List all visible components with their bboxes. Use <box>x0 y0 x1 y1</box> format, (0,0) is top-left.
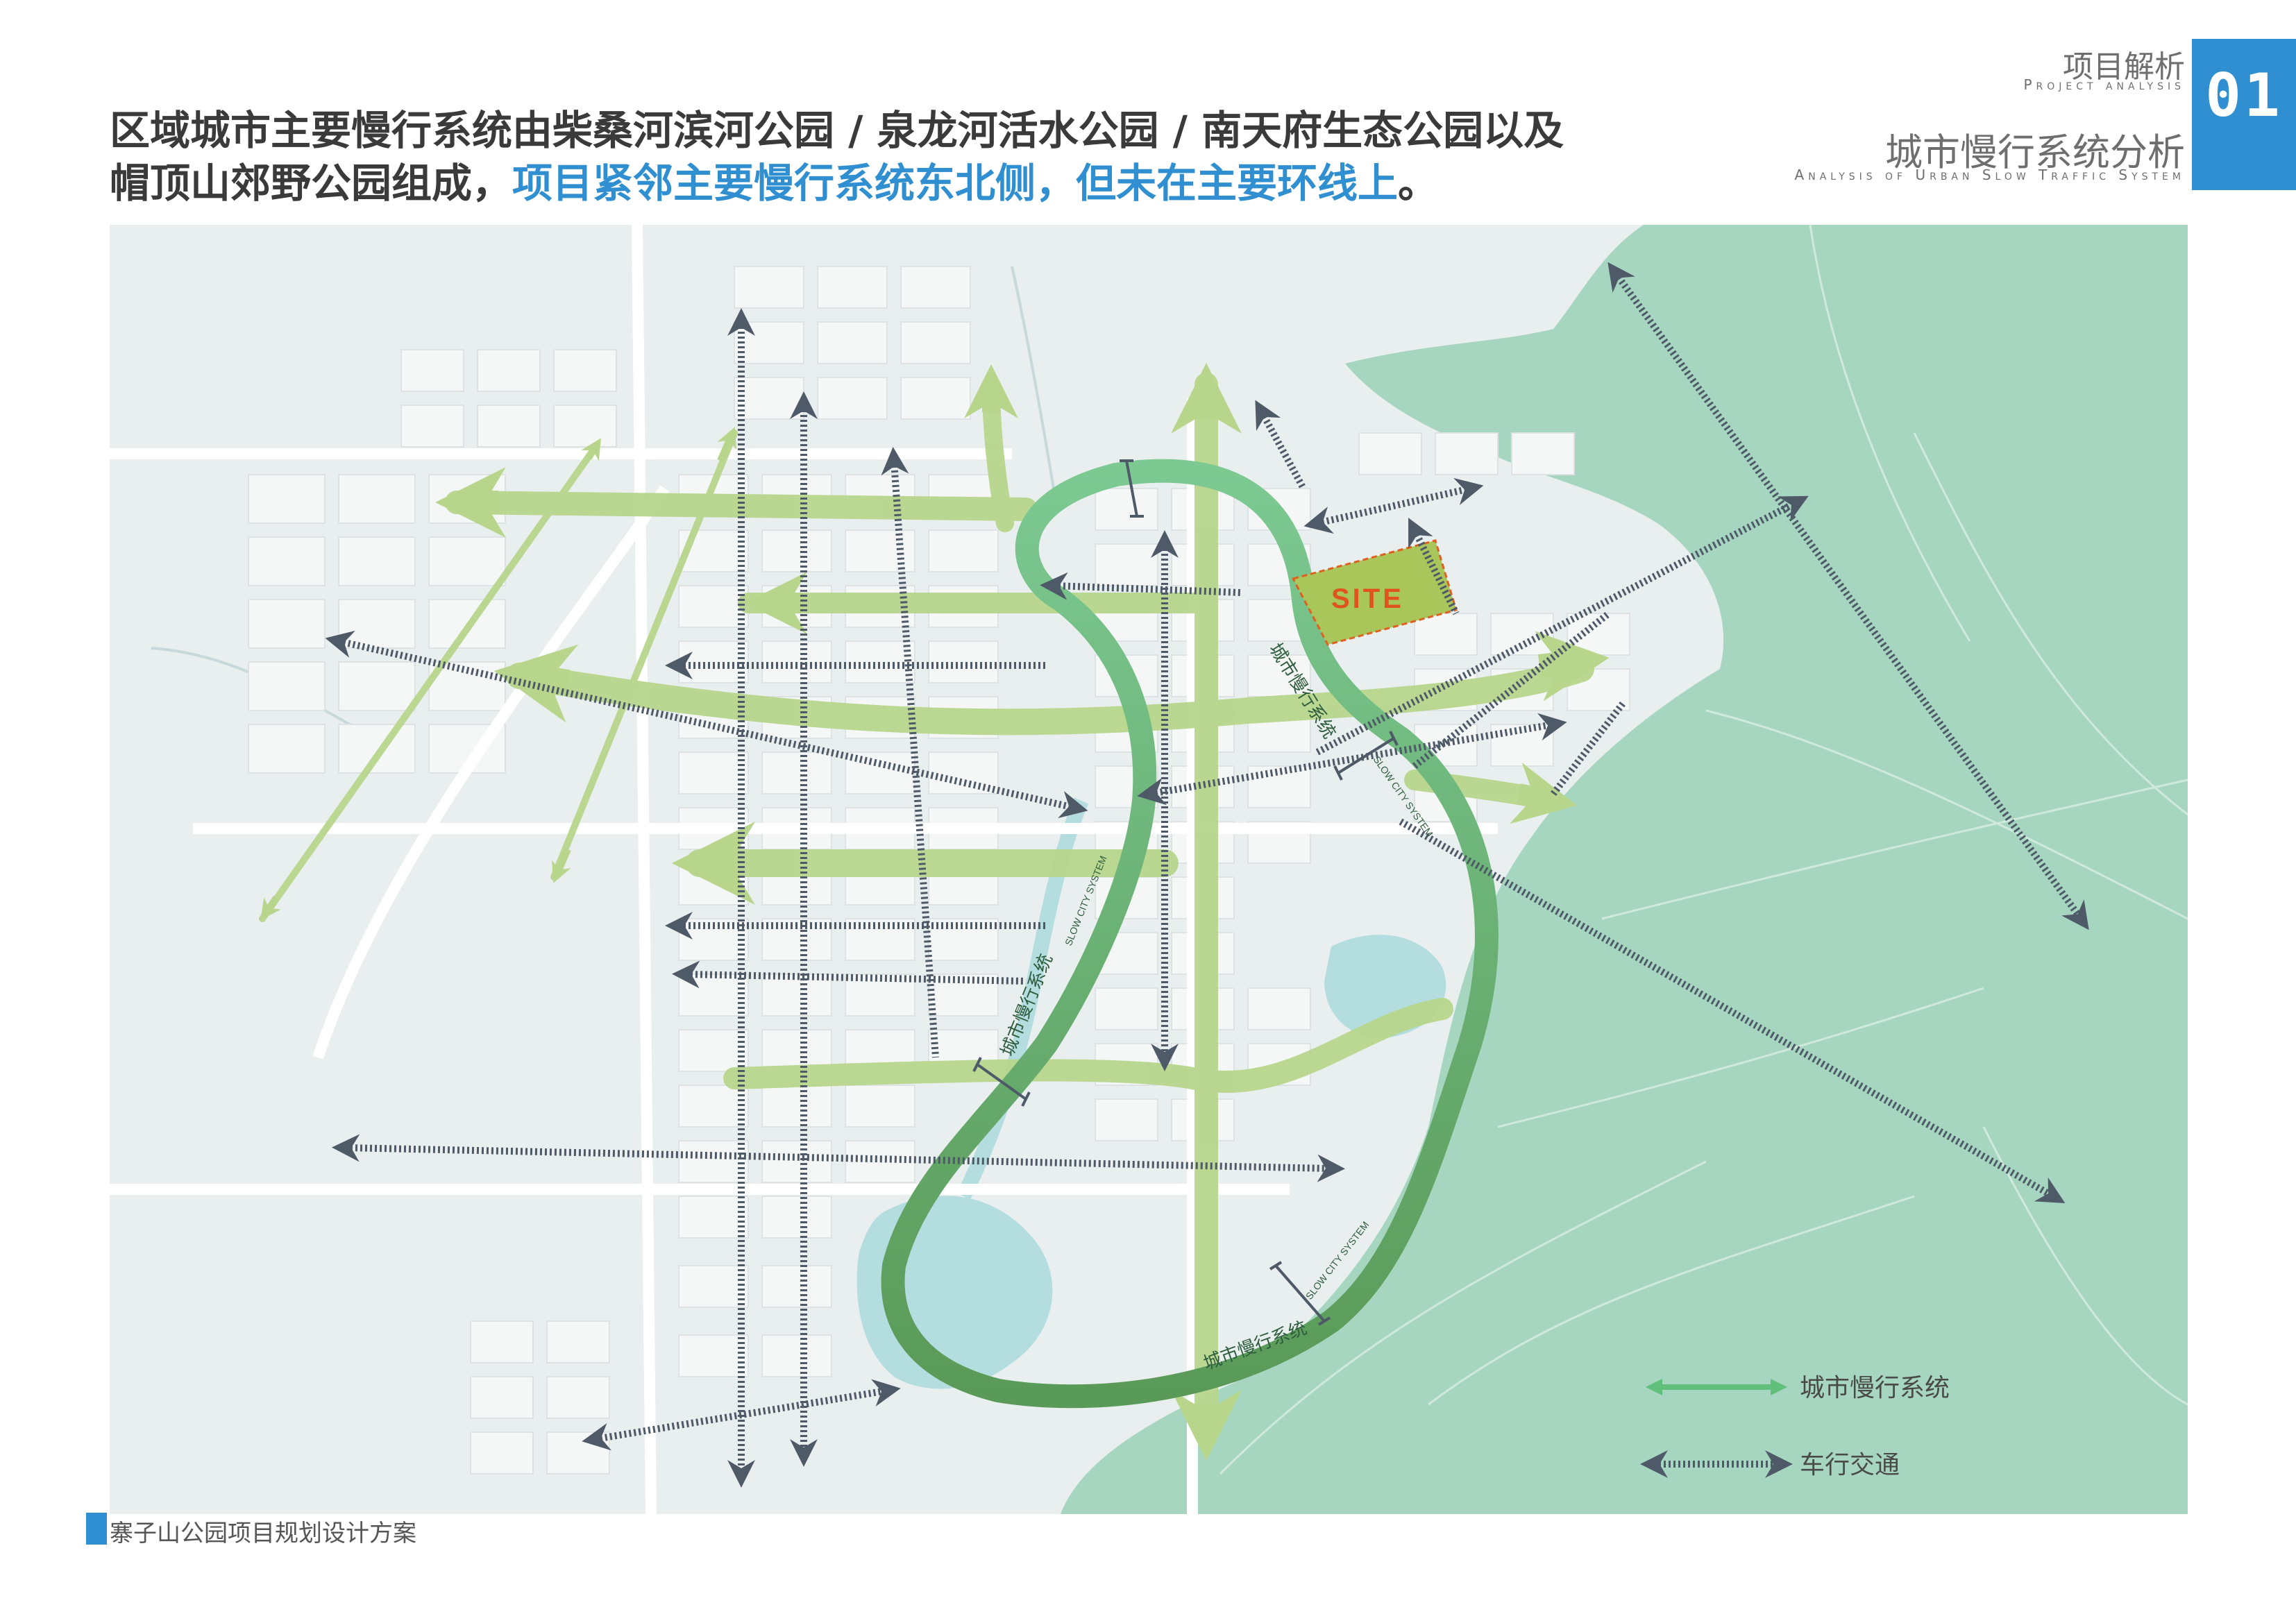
section-title-en: Project analysis <box>2023 76 2185 93</box>
section-title-cn: 项目解析 <box>2063 49 2185 85</box>
headline-line-2-normal: 帽顶山郊野公园组成， <box>110 160 513 207</box>
section-subtitle-cn: 城市慢行系统分析 <box>1885 130 2185 174</box>
legend-slow-label: 城市慢行系统 <box>1800 1373 1950 1402</box>
headline: 区域城市主要慢行系统由柴桑河滨河公园 / 泉龙河活水公园 / 南天府生态公园以及… <box>110 104 1706 210</box>
legend: 城市慢行系统 车行交通 <box>1640 1373 1950 1479</box>
headline-line-2: 帽顶山郊野公园组成，项目紧邻主要慢行系统东北侧，但未在主要环线上。 <box>110 157 1706 210</box>
section-number: 01 <box>2205 61 2283 130</box>
section-subtitle-en: Analysis of Urban Slow Traffic System <box>1794 167 2185 183</box>
footer-project-name: 寨子山公园项目规划设计方案 <box>110 1520 416 1547</box>
legend-vehicle-label: 车行交通 <box>1800 1450 1900 1479</box>
section-number-box <box>2192 39 2296 190</box>
headline-line-2-end: 。 <box>1398 160 1439 207</box>
site-label: SITE <box>1331 584 1404 614</box>
headline-line-1: 区域城市主要慢行系统由柴桑河滨河公园 / 泉龙河活水公园 / 南天府生态公园以及 <box>110 107 1564 154</box>
headline-line-2-highlight: 项目紧邻主要慢行系统东北侧，但未在主要环线上 <box>512 160 1399 207</box>
loop-markers <box>972 459 1399 1326</box>
slow-traffic-map: 城市慢行系统 SLOW CITY SYSTEM 城市慢行系统 SLOW CITY… <box>110 225 2188 1514</box>
site-area <box>1291 539 1458 646</box>
vehicle-traffic-routes <box>325 262 2089 1488</box>
footer-accent-bar <box>86 1513 107 1545</box>
